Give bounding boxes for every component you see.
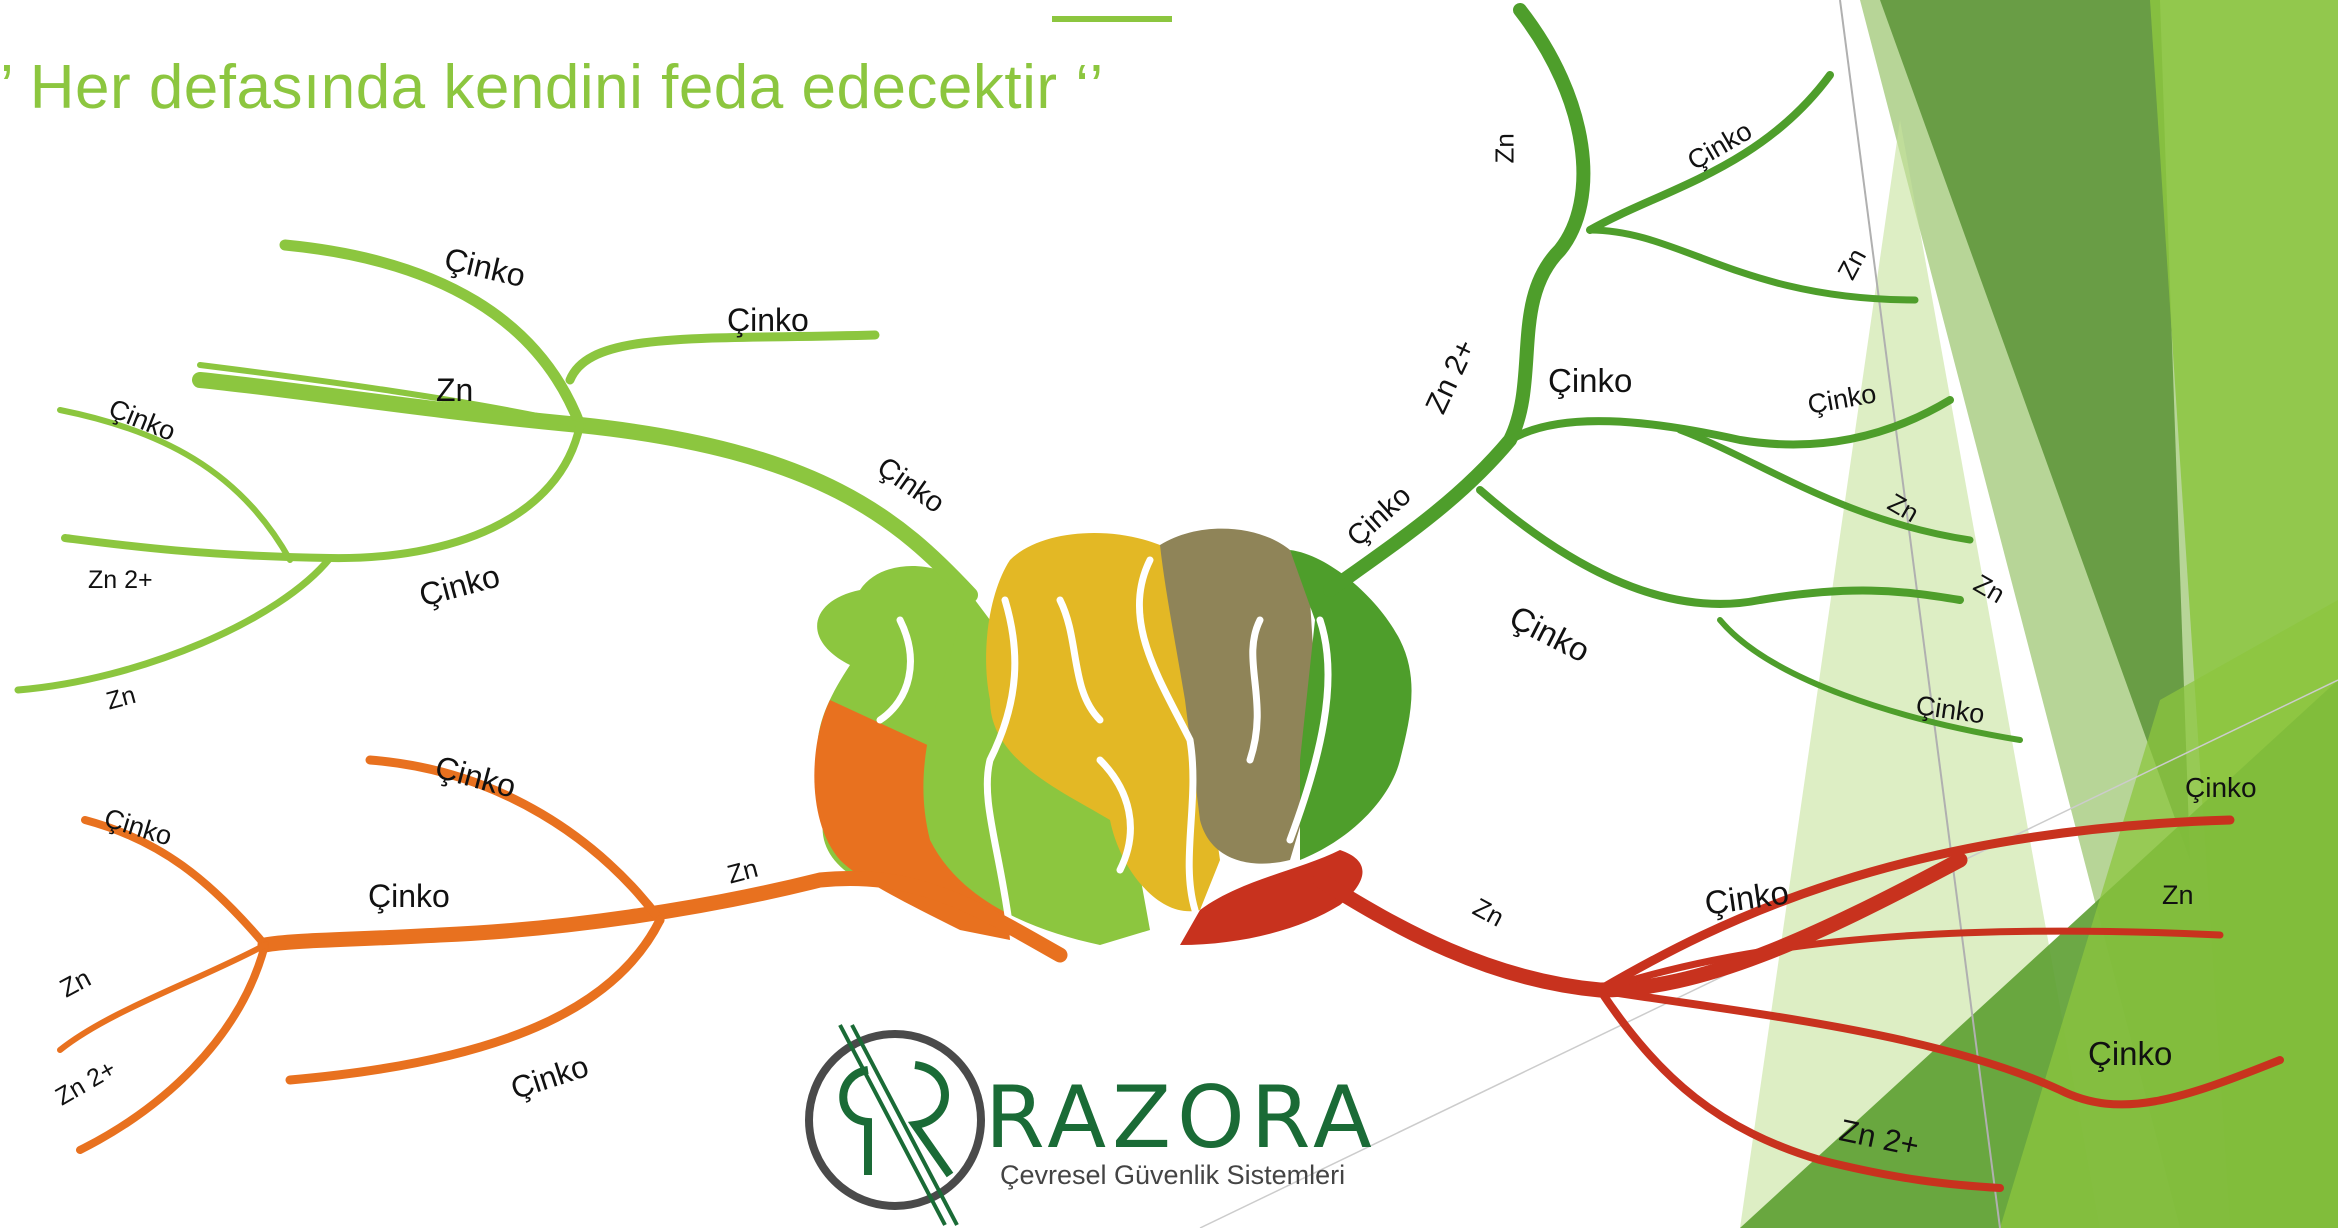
label-top-left-2: Zn [436, 372, 474, 408]
branch-bottom-left [57, 755, 1068, 1154]
branch-bottom-right [1312, 815, 2284, 1192]
label-top-right-0: Zn [1489, 133, 1520, 164]
logo-subtitle: Çevresel Güvenlik Sistemleri [1000, 1160, 1346, 1190]
brain-illustration [814, 528, 1412, 945]
label-top-left-1: Çinko [727, 302, 809, 338]
slide-title: ’ Her defasında kendini feda edecektir ‘… [0, 53, 1104, 122]
label-top-left-5: Zn 2+ [88, 566, 153, 594]
label-bottom-right-4: Çinko [2088, 1035, 2173, 1072]
branch-top-left [14, 239, 978, 694]
branch-top-right [1323, 3, 2023, 743]
title-accent-line [1052, 16, 1172, 22]
label-bottom-right-3: Zn [2162, 880, 2194, 910]
label-bottom-left-2: Çinko [368, 878, 450, 914]
razora-emblem [805, 1024, 985, 1226]
label-bottom-right-2: Çinko [2185, 772, 2257, 803]
label-top-right-4: Çinko [1548, 362, 1633, 399]
logo-name: RAZORA [985, 1068, 1378, 1168]
